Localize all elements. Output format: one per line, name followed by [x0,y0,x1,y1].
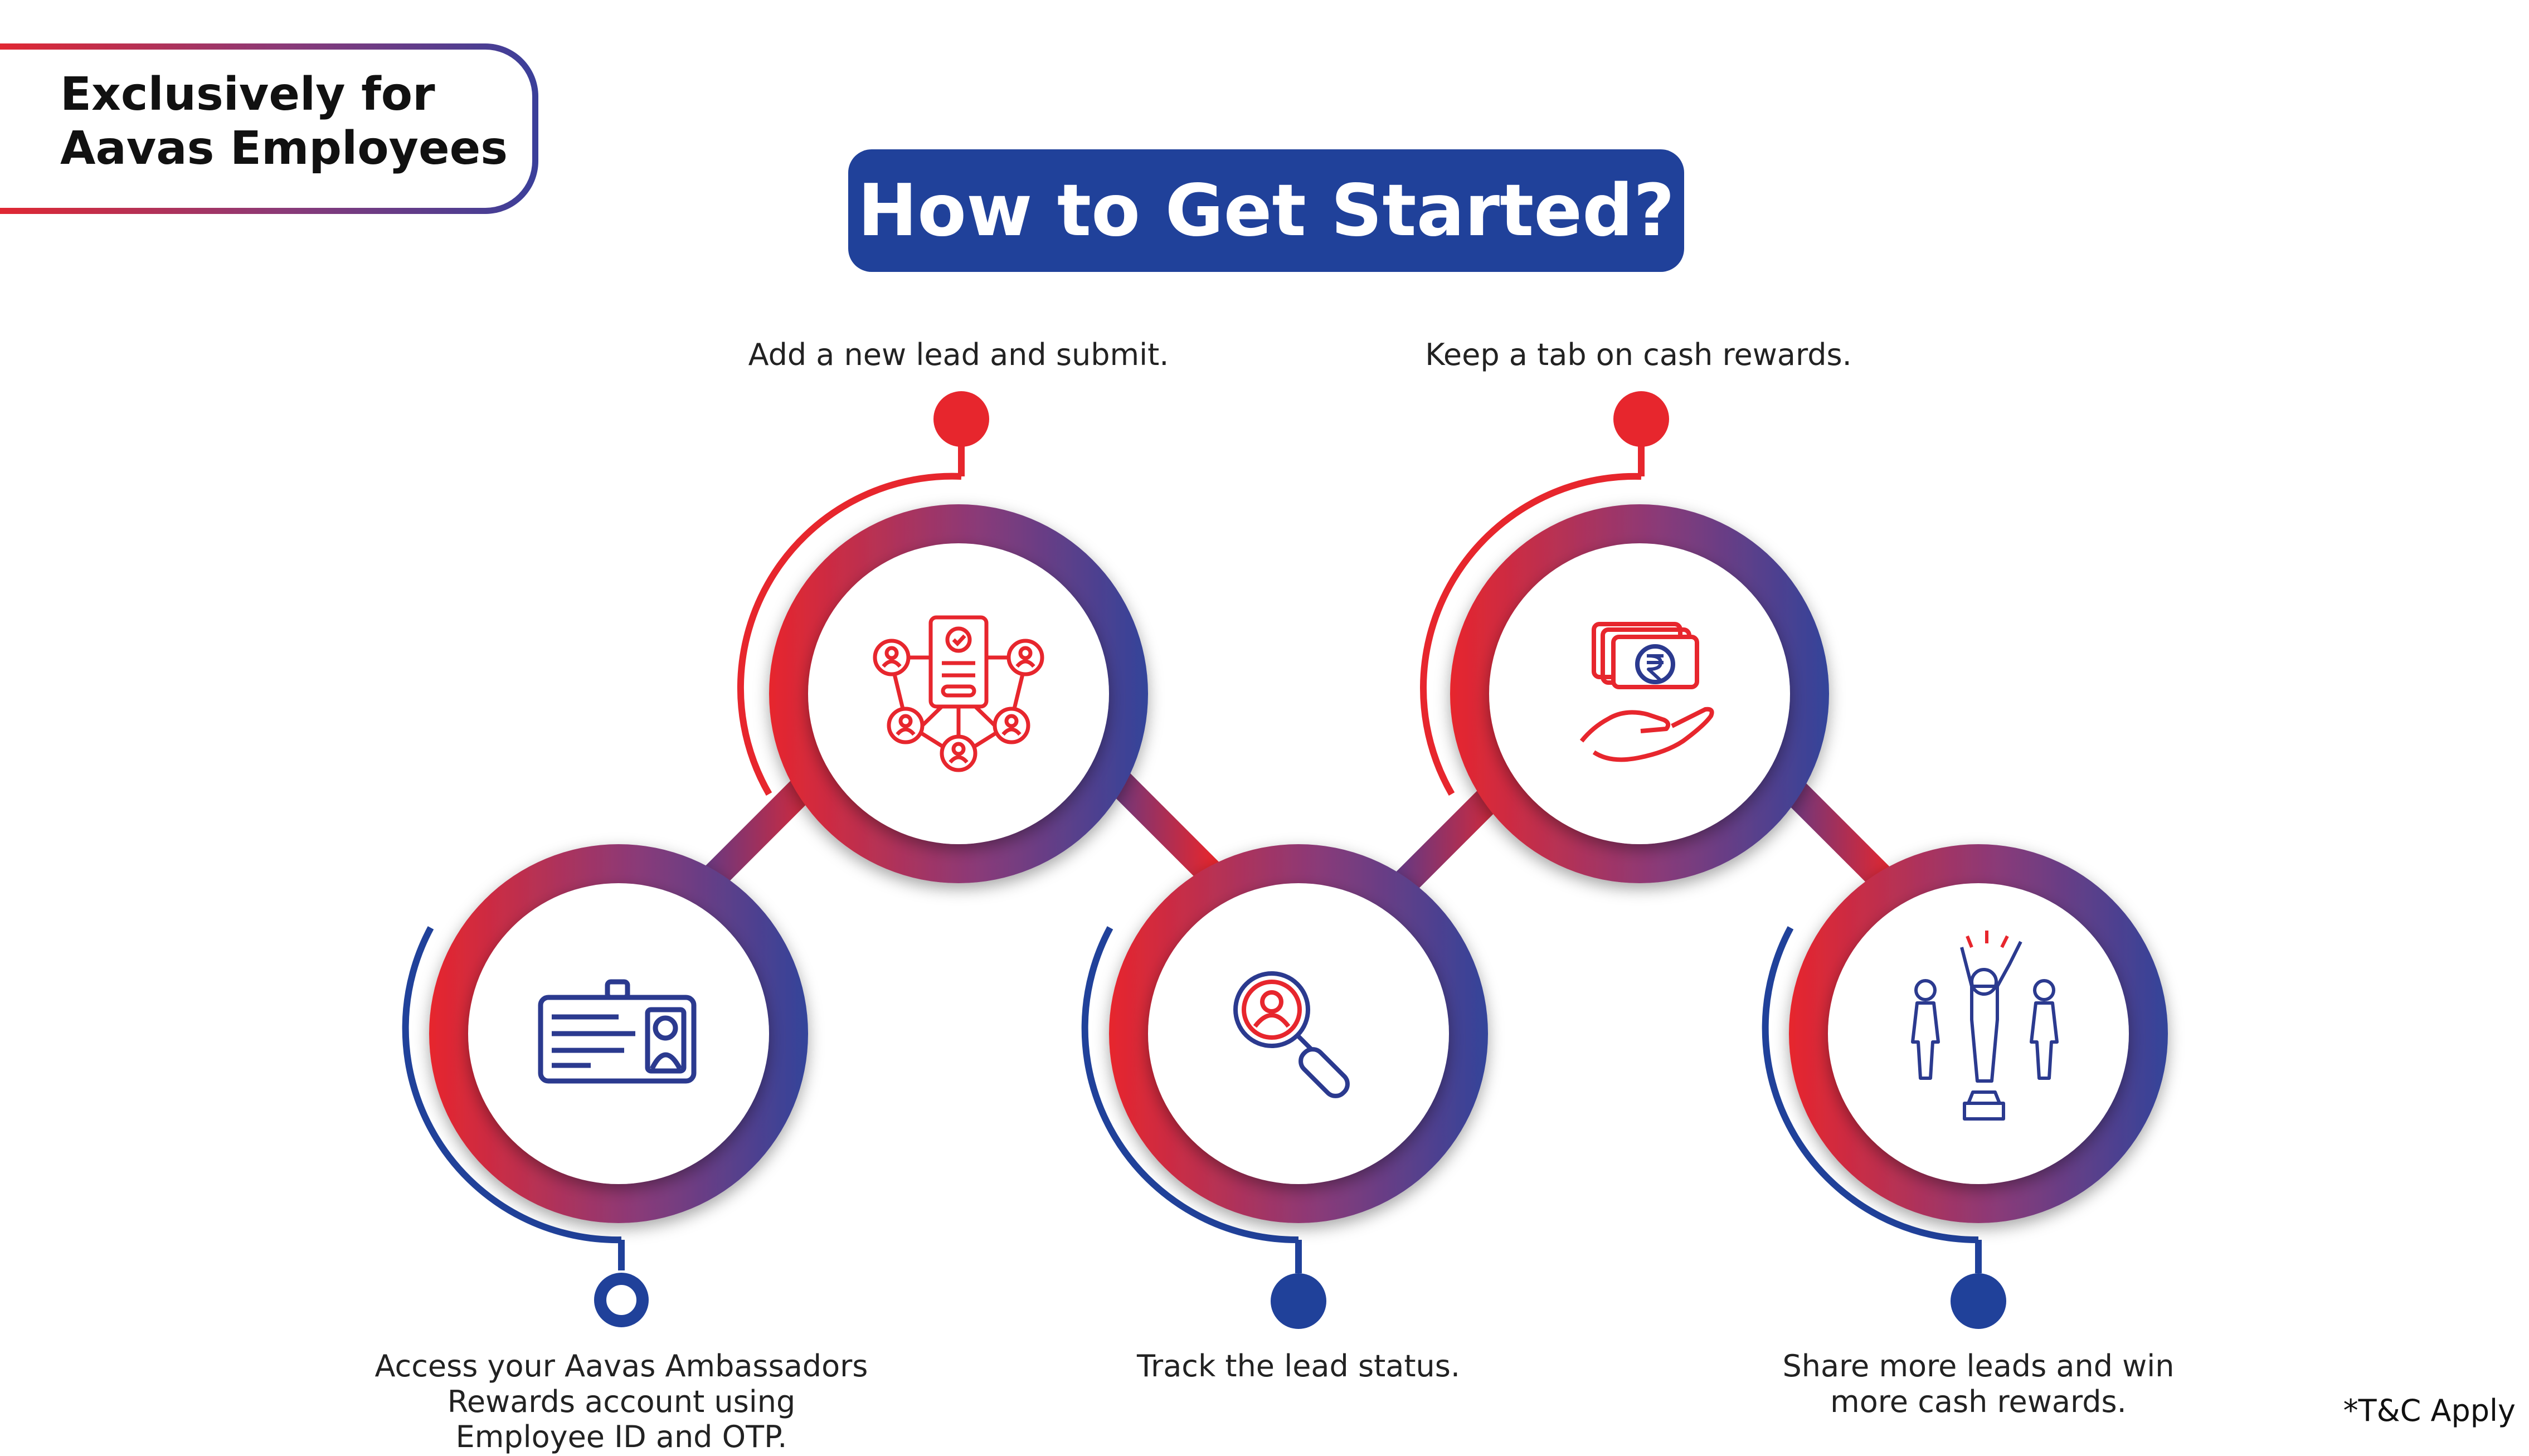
step-2-pointer [737,391,989,796]
exclusive-badge [0,43,538,214]
page-title: How to Get Started? [848,149,1684,272]
step-2-label: Add a new lead and submit. [748,337,1169,372]
terms-note: *T&C Apply [2343,1393,2516,1428]
badge-text: Exclusively for Aavas Employees [60,68,508,175]
step-3-pointer [1081,926,1326,1329]
step-4-dot [1613,391,1669,447]
cash-rupee-hand-icon [1579,622,1714,762]
step-5-circle [1789,844,2168,1223]
step-4-label: Keep a tab on cash rewards. [1425,337,1852,372]
step-2-dot [933,391,989,447]
step-4-pointer [1420,391,1669,796]
step-1-label: Access your Aavas Ambassadors Rewards ac… [375,1348,868,1455]
id-card-icon [538,979,697,1084]
lead-network-icon [873,615,1044,772]
step-5-label: Share more leads and win more cash rewar… [1782,1348,2175,1419]
step-3-dot [1271,1273,1326,1329]
winner-people-icon [1911,931,2059,1121]
step-4-circle [1450,504,1829,883]
step-1-pointer [402,926,649,1327]
step-1-dot [594,1273,649,1327]
step-3-label: Track the lead status. [1136,1348,1461,1384]
search-person-icon [1233,971,1350,1098]
step-5-pointer [1762,926,2006,1329]
step-5-dot [1951,1273,2006,1329]
